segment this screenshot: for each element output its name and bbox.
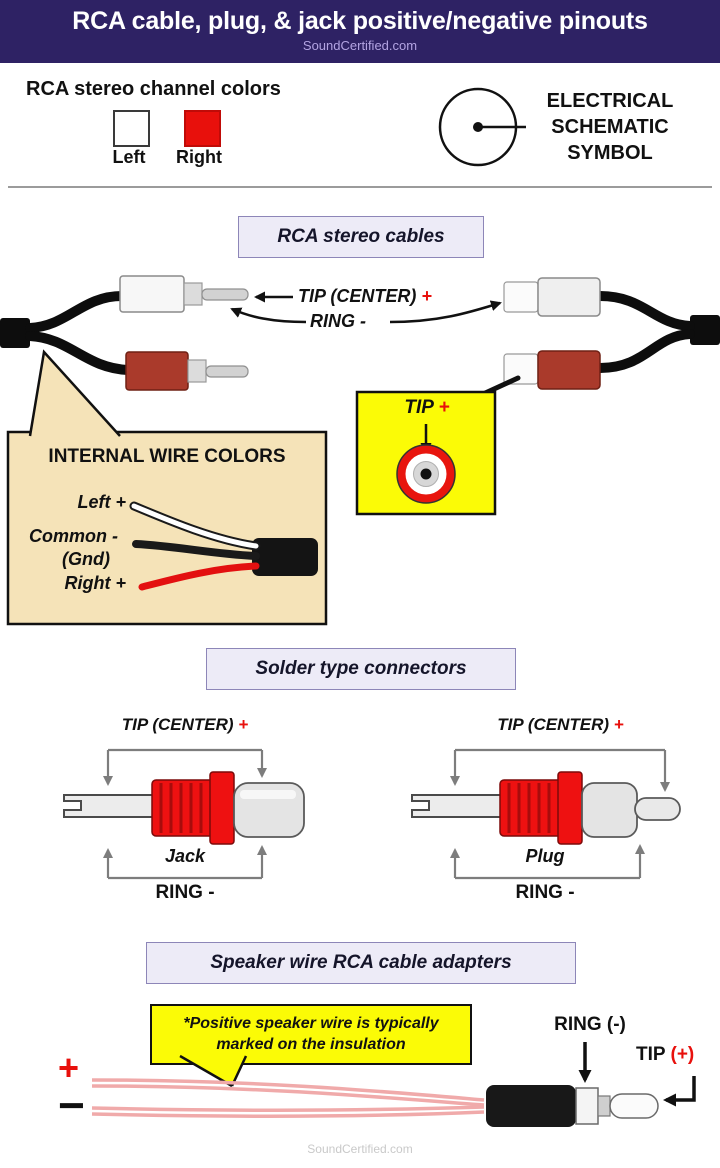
site-name: SoundCertified.com	[302, 38, 418, 53]
common-wire-label: Common -	[29, 526, 118, 546]
left-cable-end	[0, 318, 30, 348]
tip-center-text-jack: TIP (CENTER)	[121, 715, 234, 734]
tip-center-text-plug: TIP (CENTER)	[497, 715, 610, 734]
callout-tip-text: TIP	[404, 397, 434, 418]
tip-arrow-adapter	[663, 1076, 696, 1107]
right-channel-label: Right	[176, 147, 222, 167]
positive-wire-sign: +	[58, 1047, 80, 1088]
internal-box-pointer	[30, 352, 120, 436]
divider-line	[8, 186, 712, 188]
plug-center-pin	[634, 797, 681, 821]
right-channel-swatch	[184, 110, 221, 147]
ring-label-plug: RING -	[515, 882, 575, 903]
callout-tip-label: TIP +	[382, 397, 472, 419]
left-red-plug	[125, 351, 249, 391]
tip-center-label-cables: TIP (CENTER) +	[298, 286, 432, 307]
note-line1: *Positive speaker wire is typically	[183, 1014, 439, 1032]
internal-wires-graphic	[6, 349, 328, 626]
right-cable-end	[690, 315, 720, 345]
plug-barrel	[581, 782, 638, 838]
ring-label-jack: RING -	[155, 882, 215, 903]
tip-center-label-plug: TIP (CENTER) +	[468, 715, 653, 735]
section-title-cables-text: RCA stereo cables	[277, 226, 445, 247]
left-wire-label: Left +	[77, 492, 126, 512]
left-channel-swatch	[113, 110, 150, 147]
internal-wire-colors-title: INTERNAL WIRE COLORS	[48, 446, 286, 467]
tip-plus-adapter: (+)	[670, 1044, 695, 1065]
tip-center-text: TIP (CENTER)	[298, 286, 417, 306]
jack-front-view	[396, 444, 456, 504]
left-cable-top-branch	[25, 291, 127, 333]
right-cable-top-branch	[595, 291, 695, 331]
jack-name-label: Jack	[164, 846, 206, 866]
note-line2: marked on the insulation	[216, 1035, 406, 1053]
ring-label-cables: RING -	[310, 311, 366, 331]
adapter-plug-body	[486, 1085, 576, 1127]
speaker-wires	[91, 1078, 485, 1118]
page-title: RCA cable, plug, & jack positive/negativ…	[72, 7, 648, 35]
tip-label-adapter: TIP (+)	[636, 1044, 694, 1066]
ring-arrow-right	[389, 300, 502, 324]
right-wire-label: Right +	[64, 573, 127, 593]
white-wire	[131, 503, 259, 549]
note-pointer-tail	[180, 1056, 246, 1086]
section-title-solder: Solder type connectors	[206, 648, 516, 690]
ring-arrow-left	[230, 307, 307, 324]
section-title-cables: RCA stereo cables	[238, 216, 484, 258]
ring-label-adapter: RING (-)	[554, 1014, 626, 1035]
footer-site-name: SoundCertified.com	[307, 1142, 413, 1156]
left-cable-bottom-branch	[25, 331, 133, 375]
adapter-diagram	[91, 1042, 696, 1127]
tip-plus-sign-jack: +	[238, 715, 249, 734]
schematic-symbol-label: ELECTRICAL SCHEMATIC SYMBOL	[546, 90, 674, 164]
internal-box	[6, 430, 328, 626]
red-wire	[138, 562, 260, 591]
jack-flange	[209, 771, 235, 845]
tip-plus-sign: +	[421, 286, 432, 306]
adapter-rca-plug	[486, 1085, 659, 1127]
adapter-plug-tip	[609, 1093, 659, 1119]
negative-wire-sign: −	[58, 1079, 85, 1131]
section-title-adapters: Speaker wire RCA cable adapters	[146, 942, 576, 984]
right-red-plug	[503, 350, 601, 390]
black-wire	[132, 540, 260, 560]
plug-flange	[557, 771, 583, 845]
rca-schematic-symbol-icon	[438, 87, 526, 167]
section-title-solder-text: Solder type connectors	[255, 658, 467, 679]
section-title-adapters-text: Speaker wire RCA cable adapters	[210, 952, 512, 973]
gnd-wire-label: (Gnd)	[62, 549, 110, 569]
header-banner: RCA cable, plug, & jack positive/negativ…	[0, 0, 720, 63]
cable-jacket	[252, 538, 318, 576]
rca-cables-diagram	[0, 275, 720, 391]
callout-plus-sign: +	[438, 397, 450, 418]
tip-callout-graphic	[355, 375, 521, 516]
left-white-plug	[119, 275, 249, 313]
right-cable-bottom-branch	[595, 329, 695, 373]
jack-solder-lug	[63, 794, 161, 818]
plug-connector-graphic	[411, 748, 681, 880]
tip-text-adapter: TIP	[636, 1044, 666, 1065]
jack-connector-graphic	[63, 748, 305, 880]
plug-name-label: Plug	[525, 846, 565, 866]
right-white-plug	[503, 277, 601, 317]
speaker-wire-note: *Positive speaker wire is typically mark…	[150, 1004, 472, 1065]
tip-plus-sign-plug: +	[613, 715, 624, 734]
left-channel-label: Left	[112, 147, 146, 167]
tip-center-label-jack: TIP (CENTER) +	[95, 715, 275, 735]
legend-title: RCA stereo channel colors	[26, 78, 281, 100]
plug-solder-lug	[411, 794, 509, 818]
adapter-plug-ring	[575, 1087, 599, 1125]
